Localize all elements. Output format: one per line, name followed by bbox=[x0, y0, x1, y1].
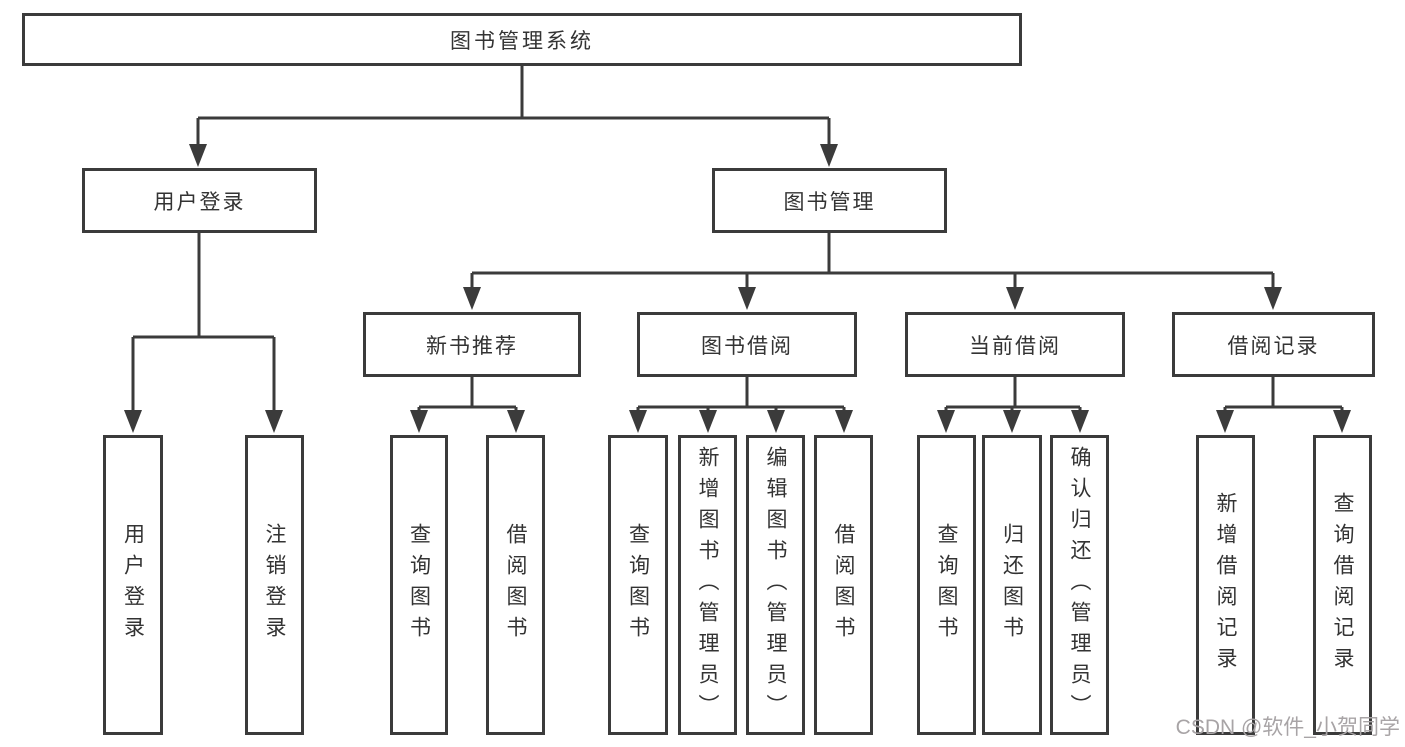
leaf-label: 借阅图书 bbox=[832, 523, 855, 647]
leaf-label: 新增借阅记录 bbox=[1214, 492, 1237, 678]
leaf-add-borrow-record: 新增借阅记录 bbox=[1196, 435, 1255, 735]
leaf-label: 借阅图书 bbox=[504, 523, 527, 647]
node-label: 图书管理 bbox=[783, 190, 876, 214]
leaf-borrow-books-2: 借阅图书 bbox=[814, 435, 873, 735]
leaf-return-book: 归还图书 bbox=[982, 435, 1042, 735]
node-new-book-recommend: 新书推荐 bbox=[363, 312, 581, 377]
leaf-query-borrow-record: 查询借阅记录 bbox=[1313, 435, 1372, 735]
leaf-label: 新增图书（管理员） bbox=[696, 445, 719, 725]
leaf-label: 编辑图书（管理员） bbox=[764, 445, 787, 725]
node-library-management-system: 图书管理系统 bbox=[22, 13, 1022, 66]
node-book-borrow: 图书借阅 bbox=[637, 312, 857, 377]
leaf-label: 查询图书 bbox=[407, 523, 431, 647]
leaf-query-books-2: 查询图书 bbox=[608, 435, 668, 735]
arrowheads bbox=[124, 144, 1351, 433]
node-current-borrow: 当前借阅 bbox=[905, 312, 1125, 377]
node-label: 图书管理系统 bbox=[450, 29, 594, 53]
leaf-logout: 注销登录 bbox=[245, 435, 304, 735]
node-borrow-records: 借阅记录 bbox=[1172, 312, 1375, 377]
leaf-label: 注销登录 bbox=[263, 523, 286, 647]
csdn-watermark: CSDN @软件_小贺同学 bbox=[1175, 716, 1400, 739]
leaf-borrow-books-1: 借阅图书 bbox=[486, 435, 545, 735]
node-label: 用户登录 bbox=[153, 190, 246, 214]
node-book-management: 图书管理 bbox=[712, 168, 947, 233]
leaf-query-books-1: 查询图书 bbox=[390, 435, 448, 735]
leaf-add-book-admin: 新增图书（管理员） bbox=[678, 435, 737, 735]
node-label: 新书推荐 bbox=[426, 334, 518, 358]
leaf-user-login: 用户登录 bbox=[103, 435, 163, 735]
node-label: 当前借阅 bbox=[969, 334, 1061, 358]
node-user-login: 用户登录 bbox=[82, 168, 317, 233]
node-label: 图书借阅 bbox=[701, 334, 793, 358]
leaf-label: 确认归还（管理员） bbox=[1068, 445, 1091, 725]
leaf-edit-book-admin: 编辑图书（管理员） bbox=[746, 435, 805, 735]
leaf-label: 查询图书 bbox=[935, 523, 958, 647]
leaf-label: 查询图书 bbox=[626, 523, 650, 647]
leaf-query-books-3: 查询图书 bbox=[917, 435, 976, 735]
node-label: 借阅记录 bbox=[1227, 334, 1320, 358]
leaf-label: 归还图书 bbox=[1000, 523, 1024, 647]
leaf-label: 用户登录 bbox=[121, 523, 145, 647]
leaf-confirm-return-admin: 确认归还（管理员） bbox=[1050, 435, 1109, 735]
leaf-label: 查询借阅记录 bbox=[1331, 492, 1354, 678]
